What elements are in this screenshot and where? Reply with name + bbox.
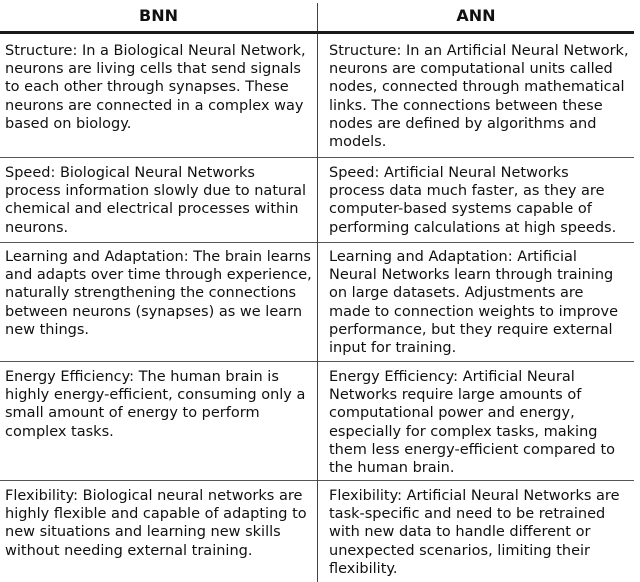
- cell-bnn-energy: Energy Efficiency: The human brain is hi…: [5, 369, 306, 440]
- cell-ann-flexibility: Flexibility: Artificial Neural Networks …: [329, 488, 620, 577]
- cell-ann-learning: Learning and Adaptation: Artificial Neur…: [329, 249, 619, 357]
- cell-ann-energy: Energy Efficiency: Artificial Neural Net…: [329, 369, 616, 477]
- cell-ann-structure: Structure: In an Artificial Neural Netwo…: [329, 43, 629, 151]
- cell-ann-speed: Speed: Artificial Neural Networks proces…: [329, 165, 617, 236]
- column-divider: [317, 3, 318, 582]
- row-divider: [0, 361, 317, 362]
- cell-bnn-structure: Structure: In a Biological Neural Networ…: [5, 43, 306, 132]
- row-divider: [0, 480, 317, 481]
- row-divider: [318, 242, 634, 243]
- row-divider: [0, 242, 317, 243]
- cell-bnn-flexibility: Flexibility: Biological neural networks …: [5, 488, 307, 559]
- row-divider: [318, 361, 634, 362]
- cell-bnn-learning: Learning and Adaptation: The brain learn…: [5, 249, 312, 338]
- header-ann: ANN: [456, 6, 496, 25]
- header-rule: [0, 31, 634, 34]
- row-divider: [0, 157, 317, 158]
- row-divider: [318, 157, 634, 158]
- header-bnn: BNN: [139, 6, 178, 25]
- cell-bnn-speed: Speed: Biological Neural Networks proces…: [5, 165, 307, 236]
- row-divider: [318, 480, 634, 481]
